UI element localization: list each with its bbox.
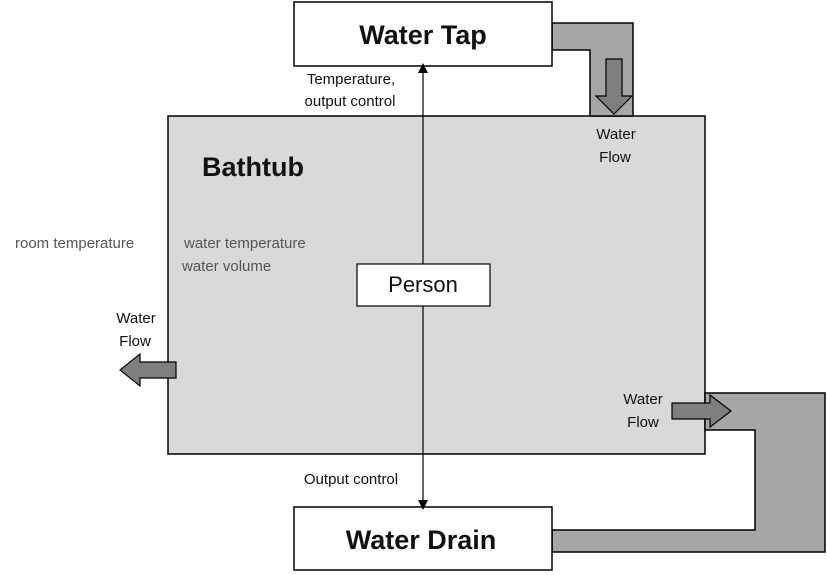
drainflow-label-line1: Water — [623, 391, 662, 408]
leak-label-line1: Water — [116, 310, 155, 327]
person-label: Person — [388, 272, 458, 297]
tap-control-label-line2: output control — [305, 93, 396, 110]
water-volume-label: water volume — [181, 258, 271, 275]
room-temperature-label: room temperature — [15, 235, 134, 252]
water-drain-label: Water Drain — [346, 525, 497, 555]
drainflow-label-line2: Flow — [627, 414, 659, 431]
person-box — [356, 263, 491, 307]
tap-control-label-line1: Temperature, — [307, 71, 395, 88]
water-drain-box — [293, 506, 553, 571]
drain-control-label: Output control — [304, 471, 398, 488]
water-tap-label: Water Tap — [359, 20, 487, 50]
bathtub-label: Bathtub — [202, 152, 304, 182]
inflow-arrow-icon — [594, 58, 634, 115]
water-temperature-label: water temperature — [183, 235, 306, 252]
inflow-label-line2: Flow — [599, 149, 631, 166]
leak-label-line2: Flow — [119, 333, 151, 350]
leak-arrow-icon — [119, 352, 177, 388]
inflow-label-line1: Water — [596, 126, 635, 143]
drainflow-arrow-icon — [671, 393, 732, 429]
